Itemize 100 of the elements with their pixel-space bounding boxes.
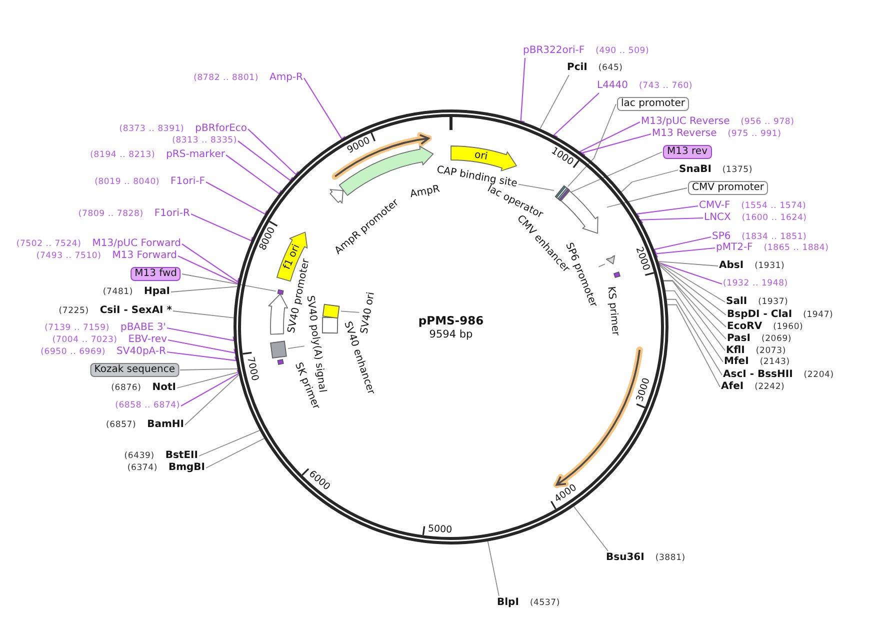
- leader-line: [176, 372, 239, 388]
- leader-line: [663, 280, 726, 351]
- leader-line: [658, 261, 718, 266]
- cut-position-label: (1937): [758, 297, 788, 308]
- position-tick-label: 2000: [634, 246, 652, 272]
- position-tick-label: 9000: [346, 136, 372, 156]
- feature-tag: CMV promoter: [688, 181, 768, 195]
- position-tick-label: 5000: [428, 524, 452, 536]
- leader-line: [606, 188, 688, 208]
- cut-position-label: (1375): [722, 165, 752, 176]
- primer-label: EBV-rev: [128, 334, 167, 345]
- leader-line: [170, 286, 238, 292]
- cut-position-label: (2242): [754, 382, 785, 393]
- leader-line: [654, 247, 716, 258]
- leader-line: [166, 351, 237, 362]
- cut-position-label: (3881): [655, 553, 686, 564]
- leader-line: [639, 217, 704, 224]
- plasmid-size: 9594 bp: [429, 328, 473, 342]
- leader-line: [663, 280, 726, 340]
- enzyme-site-label: BamHI: [147, 419, 184, 430]
- primer-range-label: (1865 .. 1884): [764, 243, 829, 254]
- feature-label: ori: [473, 149, 488, 162]
- primer-label: SP6: [712, 231, 731, 242]
- leader-line: [518, 184, 554, 191]
- position-tick-label: 8000: [258, 226, 278, 252]
- primer-range-label: (7502 .. 7524): [16, 239, 82, 250]
- primer-range-label: (7809 .. 7828): [78, 209, 144, 220]
- leader-line: [340, 310, 360, 313]
- leader-line: [182, 244, 240, 284]
- leader-line: [180, 368, 238, 370]
- leader-line: [248, 128, 299, 176]
- primer-range-label: (1834 .. 1851): [742, 232, 807, 242]
- primer-range-label: (8194 .. 8213): [90, 150, 156, 161]
- leader-line: [552, 92, 600, 138]
- primer-label: pBRforEco: [195, 123, 247, 134]
- primer-label: CMV-F: [699, 200, 730, 211]
- enzyme-site-label: AscI - BssHII: [723, 369, 793, 380]
- primer-label: F1ori-F: [170, 176, 205, 187]
- feature-tag: M13 rev: [663, 145, 712, 159]
- leader-line: [487, 540, 500, 596]
- cut-position-label: (1931): [754, 261, 785, 272]
- primer-range-label: (956 .. 978): [740, 117, 794, 128]
- primer-label: LNCX: [704, 212, 731, 223]
- primer-label: Amp-R: [270, 72, 303, 83]
- primer-range-label: (490 .. 509): [596, 46, 650, 57]
- primer-label: pBR322ori-F: [523, 45, 585, 56]
- primer-range-label: (6858 .. 6874): [115, 400, 180, 412]
- leader-line: [520, 58, 526, 122]
- enzyme-site-label: PasI: [727, 333, 750, 344]
- leader-line: [636, 205, 698, 218]
- leader-line: [184, 374, 240, 426]
- cut-position-label: (7481): [102, 287, 133, 298]
- cut-position-label: (6374): [127, 463, 158, 474]
- leader-line: [621, 170, 678, 192]
- enzyme-site-label: HpaI: [144, 286, 170, 297]
- feature-label: KS primer: [605, 286, 622, 336]
- cut-position-label: (6857): [106, 420, 136, 431]
- primer-label: M13 Reverse: [652, 128, 717, 139]
- leader-line: [578, 122, 640, 154]
- cut-position-label: (2143): [760, 357, 790, 368]
- plasmid-name: pPMS-986: [418, 314, 484, 328]
- feature-tag: Kozak sequence: [90, 363, 179, 377]
- primer-range-label: (7004 .. 7023): [52, 335, 118, 346]
- leader-line: [288, 346, 305, 350]
- leader-line: [206, 438, 265, 468]
- enzyme-site-label: BstEII: [165, 450, 198, 461]
- primer-label: M13/pUC Reverse: [641, 116, 730, 127]
- position-tick-label: 7000: [244, 356, 260, 382]
- cut-position-label: (6876): [111, 383, 142, 394]
- leader-line: [598, 264, 606, 268]
- leader-line: [198, 430, 260, 456]
- enzyme-site-label: EcoRV: [727, 321, 762, 332]
- primer-label: SV40pA-R: [116, 346, 166, 357]
- leader-line: [580, 133, 652, 156]
- primer-label: pRS-marker: [166, 149, 225, 160]
- primer-range-label: (743 .. 760): [639, 81, 693, 92]
- enzyme-site-label: KflI: [726, 344, 745, 356]
- primer-range-label: (8019 .. 8040): [94, 177, 160, 188]
- feature-label: AmpR: [408, 183, 440, 200]
- leader-line: [238, 140, 294, 182]
- leader-line: [172, 310, 234, 318]
- leader-line: [226, 154, 282, 194]
- leader-line: [304, 78, 346, 140]
- leader-line: [658, 262, 726, 302]
- primer-label: L4440: [597, 80, 628, 91]
- leader-line: [180, 370, 240, 406]
- cut-position-label: (6439): [124, 451, 154, 462]
- leader-line: [182, 274, 276, 292]
- leader-line: [166, 327, 235, 342]
- primer-range-label: (6950 .. 6969): [40, 347, 106, 358]
- leader-line: [190, 214, 254, 242]
- leader-line: [653, 236, 712, 254]
- leader-line: [206, 182, 268, 215]
- feature-tag: M13 fwd: [130, 267, 181, 281]
- primer-label: pBABE 3': [120, 322, 166, 333]
- enzyme-site-label: SalI: [726, 296, 748, 307]
- primer-label: pMT2-F: [716, 242, 753, 253]
- leader-line: [168, 339, 236, 354]
- cut-position-label: (645): [598, 63, 623, 74]
- enzyme-site-label: AbsI: [719, 260, 744, 271]
